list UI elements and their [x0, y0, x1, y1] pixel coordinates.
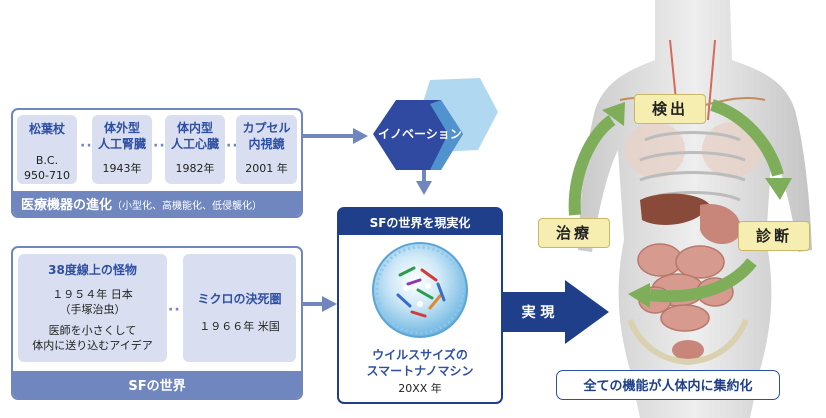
sf-card-monster-38th-parallel: 38度線上の怪物 １９５４年 日本 （手塚治虫） 医師を小さくして 体内に送り込… [18, 254, 167, 362]
cycle-head-diagnose [765, 178, 792, 200]
card-text: １９５４年 日本 [52, 288, 133, 301]
card-title: カプセル 内視鏡 [242, 121, 291, 151]
card-year: 1982年 [175, 162, 215, 175]
arrow-sf-head [322, 296, 337, 312]
sf-card-fantastic-voyage: ミクロの決死圏 １９６６年 米国 [183, 254, 296, 362]
evolution-title-bar: 医療機器の進化（小型化、高機能化、低侵襲化） [13, 191, 301, 216]
summary-box: 全ての機能が人体内に集約化 [556, 370, 780, 400]
cycle-arc-detect-diagnose [710, 99, 784, 177]
cycle-arc-treat-detect [568, 115, 616, 216]
arrow-down-shaft [422, 168, 426, 182]
card-year: 950-710 [24, 169, 70, 182]
nanomachine-illustration [372, 242, 468, 338]
innovation-label: イノベーション [378, 127, 462, 141]
evolution-card-crutch: 松葉杖 B.C. 950-710 [17, 115, 77, 184]
arrow-evolution-head [353, 128, 368, 144]
cycle-head-detect [602, 102, 625, 126]
nanomachine-year: 20XX 年 [398, 382, 442, 395]
connector-dots: ·· [168, 302, 181, 318]
connector-dots: ·· [226, 138, 239, 154]
card-title: 体内型 人工心臓 [170, 121, 219, 151]
connector-dots: ·· [80, 138, 93, 154]
card-title: 38度線上の怪物 [48, 263, 137, 277]
realize-arrow-label: 実 現 [521, 305, 555, 321]
connector-dots: ·· [153, 138, 166, 154]
evolution-card-artificial-kidney: 体外型 人工腎臓 1943年 [92, 115, 152, 184]
innovation-hexagon-overlap [430, 100, 463, 170]
realize-arrow [503, 280, 609, 344]
sf-title-bar: SFの世界 [13, 371, 301, 398]
card-text: 医師を小さくして [48, 324, 137, 337]
nanomachine-caption-1: ウイルスサイズの [372, 348, 468, 362]
step-treat: 治療 [538, 218, 610, 248]
arrow-down-head [416, 181, 432, 195]
realize-header: SFの世界を現実化 [339, 209, 501, 235]
summary-text: 全ての機能が人体内に集約化 [583, 379, 753, 394]
card-title: 松葉杖 [28, 122, 65, 136]
card-title: ミクロの決死圏 [197, 292, 282, 306]
card-year: 2001 年 [245, 162, 288, 175]
card-year: 1943年 [102, 162, 142, 175]
card-text: １９６６年 米国 [199, 320, 280, 333]
evolution-title: 医療機器の進化 [21, 198, 113, 213]
card-year: B.C. [35, 154, 59, 167]
nanomachine-caption-2: スマートナノマシン [366, 364, 474, 378]
cycle-arc-diagnose-treat [649, 258, 757, 303]
card-text: 体内に送り込むアイデア [32, 339, 153, 352]
step-diagnose: 診断 [738, 221, 810, 251]
arrow-evolution-shaft [303, 134, 353, 138]
card-title: 体外型 人工腎臓 [97, 121, 146, 151]
arrow-sf-shaft [303, 302, 326, 306]
realize-header-text: SFの世界を現実化 [369, 216, 471, 230]
evolution-card-capsule-endoscope: カプセル 内視鏡 2001 年 [236, 115, 297, 184]
evolution-card-artificial-heart: 体内型 人工心臓 1982年 [165, 115, 225, 184]
step-detect: 検出 [634, 94, 706, 124]
card-text: （手塚治虫） [59, 303, 126, 316]
cycle-head-treat [628, 283, 650, 308]
sf-title: SFの世界 [128, 379, 186, 394]
evolution-note: （小型化、高機能化、低侵襲化） [112, 201, 263, 212]
